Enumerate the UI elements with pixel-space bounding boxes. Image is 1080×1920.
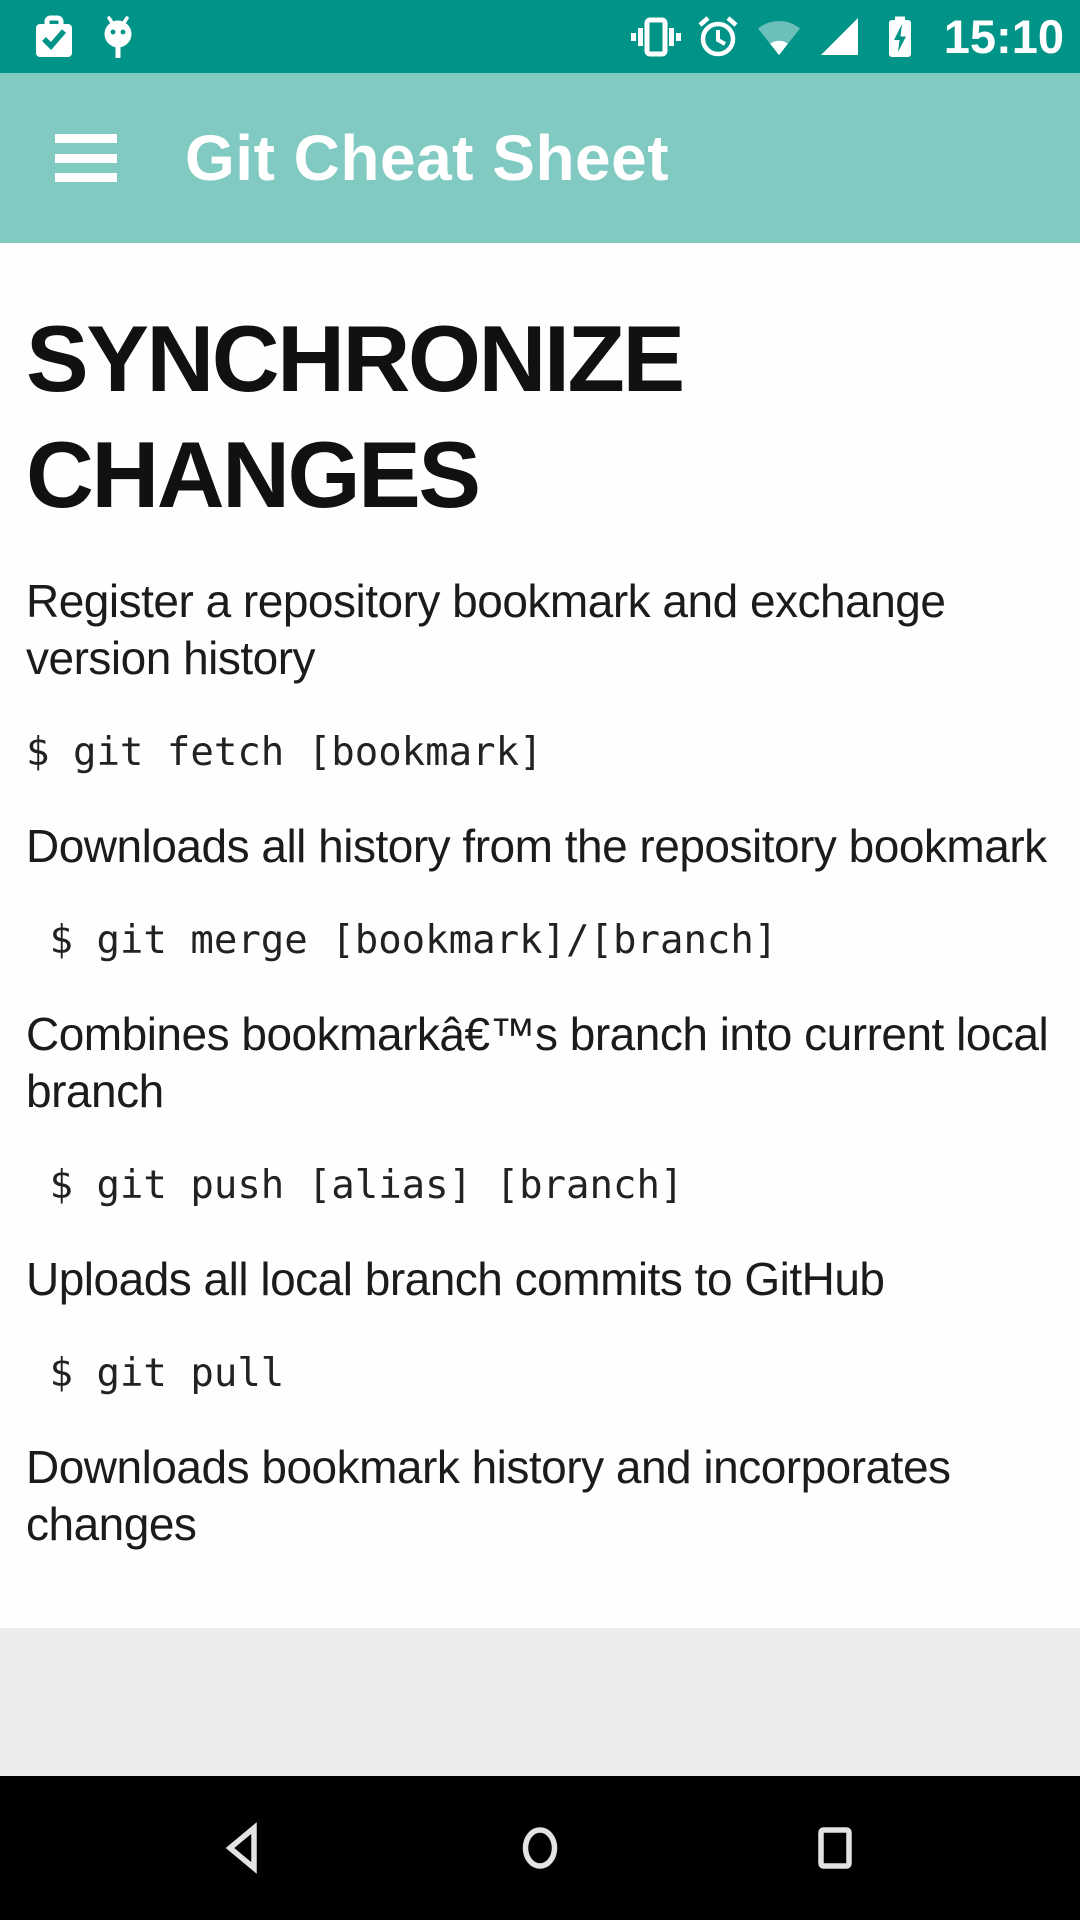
- description-text: Register a repository bookmark and excha…: [26, 575, 946, 684]
- wifi-icon: [754, 13, 804, 61]
- clock-time: 15:10: [943, 10, 1064, 63]
- task-complete-icon: [30, 13, 78, 61]
- status-bar: 15:10: [0, 0, 1080, 73]
- battery-charging-icon: [876, 13, 924, 61]
- status-bar-notifications: [30, 13, 142, 61]
- status-bar-system-icons: 15:10: [630, 0, 1064, 73]
- back-icon[interactable]: [216, 1819, 274, 1877]
- app-bar: Git Cheat Sheet: [0, 73, 1080, 243]
- vibrate-icon: [630, 13, 682, 61]
- android-head-icon: [94, 13, 142, 61]
- command-text: $ git merge [bookmark]/[branch]: [26, 918, 778, 963]
- page-heading: SYNCHRONIZE CHANGES: [26, 306, 685, 527]
- navigation-bar: [0, 1776, 1080, 1920]
- content-area[interactable]: SYNCHRONIZE CHANGES Register a repositor…: [0, 243, 1080, 1628]
- description-text: Combines bookmarkâ€™s branch into curren…: [26, 1008, 1049, 1117]
- recents-icon[interactable]: [806, 1819, 864, 1877]
- command-text: $ git fetch [bookmark]: [26, 730, 543, 775]
- alarm-icon: [694, 13, 742, 61]
- content-end-spacer: [0, 1628, 1080, 1776]
- command-text: $ git push [alias] [branch]: [26, 1163, 684, 1208]
- command-text: $ git pull: [26, 1351, 285, 1396]
- description-text: Downloads all history from the repositor…: [26, 820, 1047, 872]
- app-title: Git Cheat Sheet: [185, 122, 670, 194]
- home-icon[interactable]: [511, 1819, 569, 1877]
- hamburger-menu-icon[interactable]: [55, 134, 117, 182]
- cell-signal-icon: [816, 13, 864, 61]
- description-text: Downloads bookmark history and incorpora…: [26, 1441, 951, 1550]
- description-text: Uploads all local branch commits to GitH…: [26, 1253, 885, 1305]
